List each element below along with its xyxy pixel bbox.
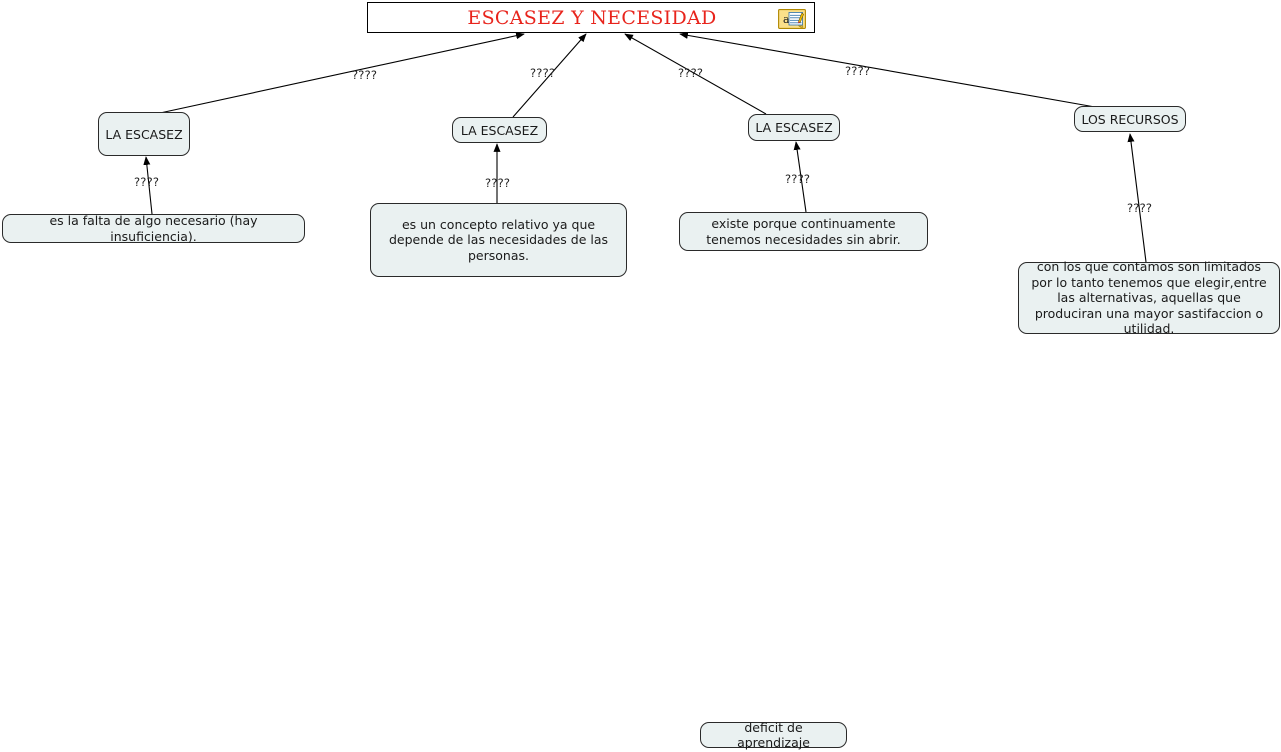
node-desc-escasez-3[interactable]: existe porque continuamente tenemos nece…	[679, 212, 928, 251]
node-escasez-2[interactable]: LA ESCASEZ	[452, 117, 547, 143]
node-label: LOS RECURSOS	[1081, 111, 1179, 127]
link-label-escasez-3-desc[interactable]: ????	[785, 172, 811, 186]
page-title: ESCASEZ Y NECESIDAD	[467, 7, 717, 29]
node-label: LA ESCASEZ	[460, 122, 539, 138]
link-label-recursos-desc[interactable]: ????	[1127, 201, 1153, 215]
node-desc-escasez-1[interactable]: es la falta de algo necesario (hay insuf…	[2, 213, 305, 244]
edge-recursos-to-title	[679, 31, 1096, 108]
node-label: existe porque continuamente tenemos nece…	[706, 216, 901, 247]
node-los-recursos[interactable]: LOS RECURSOS	[1074, 106, 1186, 132]
node-deficit-de-aprendizaje[interactable]: deficit de aprendizaje	[700, 720, 847, 750]
node-desc-escasez-2[interactable]: es un concepto relativo ya que depende d…	[370, 203, 627, 277]
edge-escasez1-to-title	[159, 32, 525, 114]
link-label-title-escasez-2[interactable]: ????	[530, 66, 556, 80]
node-label: deficit de aprendizaje	[737, 720, 810, 750]
node-desc-los-recursos[interactable]: con los que contamos son limitados por l…	[1018, 259, 1280, 337]
link-label-escasez-1-desc[interactable]: ????	[134, 175, 160, 189]
node-label: LA ESCASEZ	[755, 120, 833, 135]
node-label: LA ESCASEZ	[105, 126, 183, 142]
node-label: es la falta de algo necesario (hay insuf…	[49, 213, 258, 244]
node-escasez-3[interactable]: LA ESCASEZ	[748, 114, 840, 141]
node-label: es un concepto relativo ya que depende d…	[388, 216, 609, 263]
svg-text:a: a	[783, 13, 790, 26]
link-label-title-recursos[interactable]: ????	[845, 64, 871, 78]
edge-desc4-to-recursos	[1127, 133, 1147, 263]
link-label-escasez-2-desc[interactable]: ????	[485, 176, 511, 190]
node-label: con los que contamos son limitados por l…	[1031, 259, 1267, 337]
map-title-box[interactable]: ESCASEZ Y NECESIDAD a	[367, 2, 815, 33]
node-escasez-1[interactable]: LA ESCASEZ	[98, 112, 190, 156]
link-label-title-escasez-1[interactable]: ????	[352, 68, 378, 82]
link-label-title-escasez-3[interactable]: ????	[678, 66, 704, 80]
annotation-note-icon[interactable]: a	[778, 9, 806, 29]
